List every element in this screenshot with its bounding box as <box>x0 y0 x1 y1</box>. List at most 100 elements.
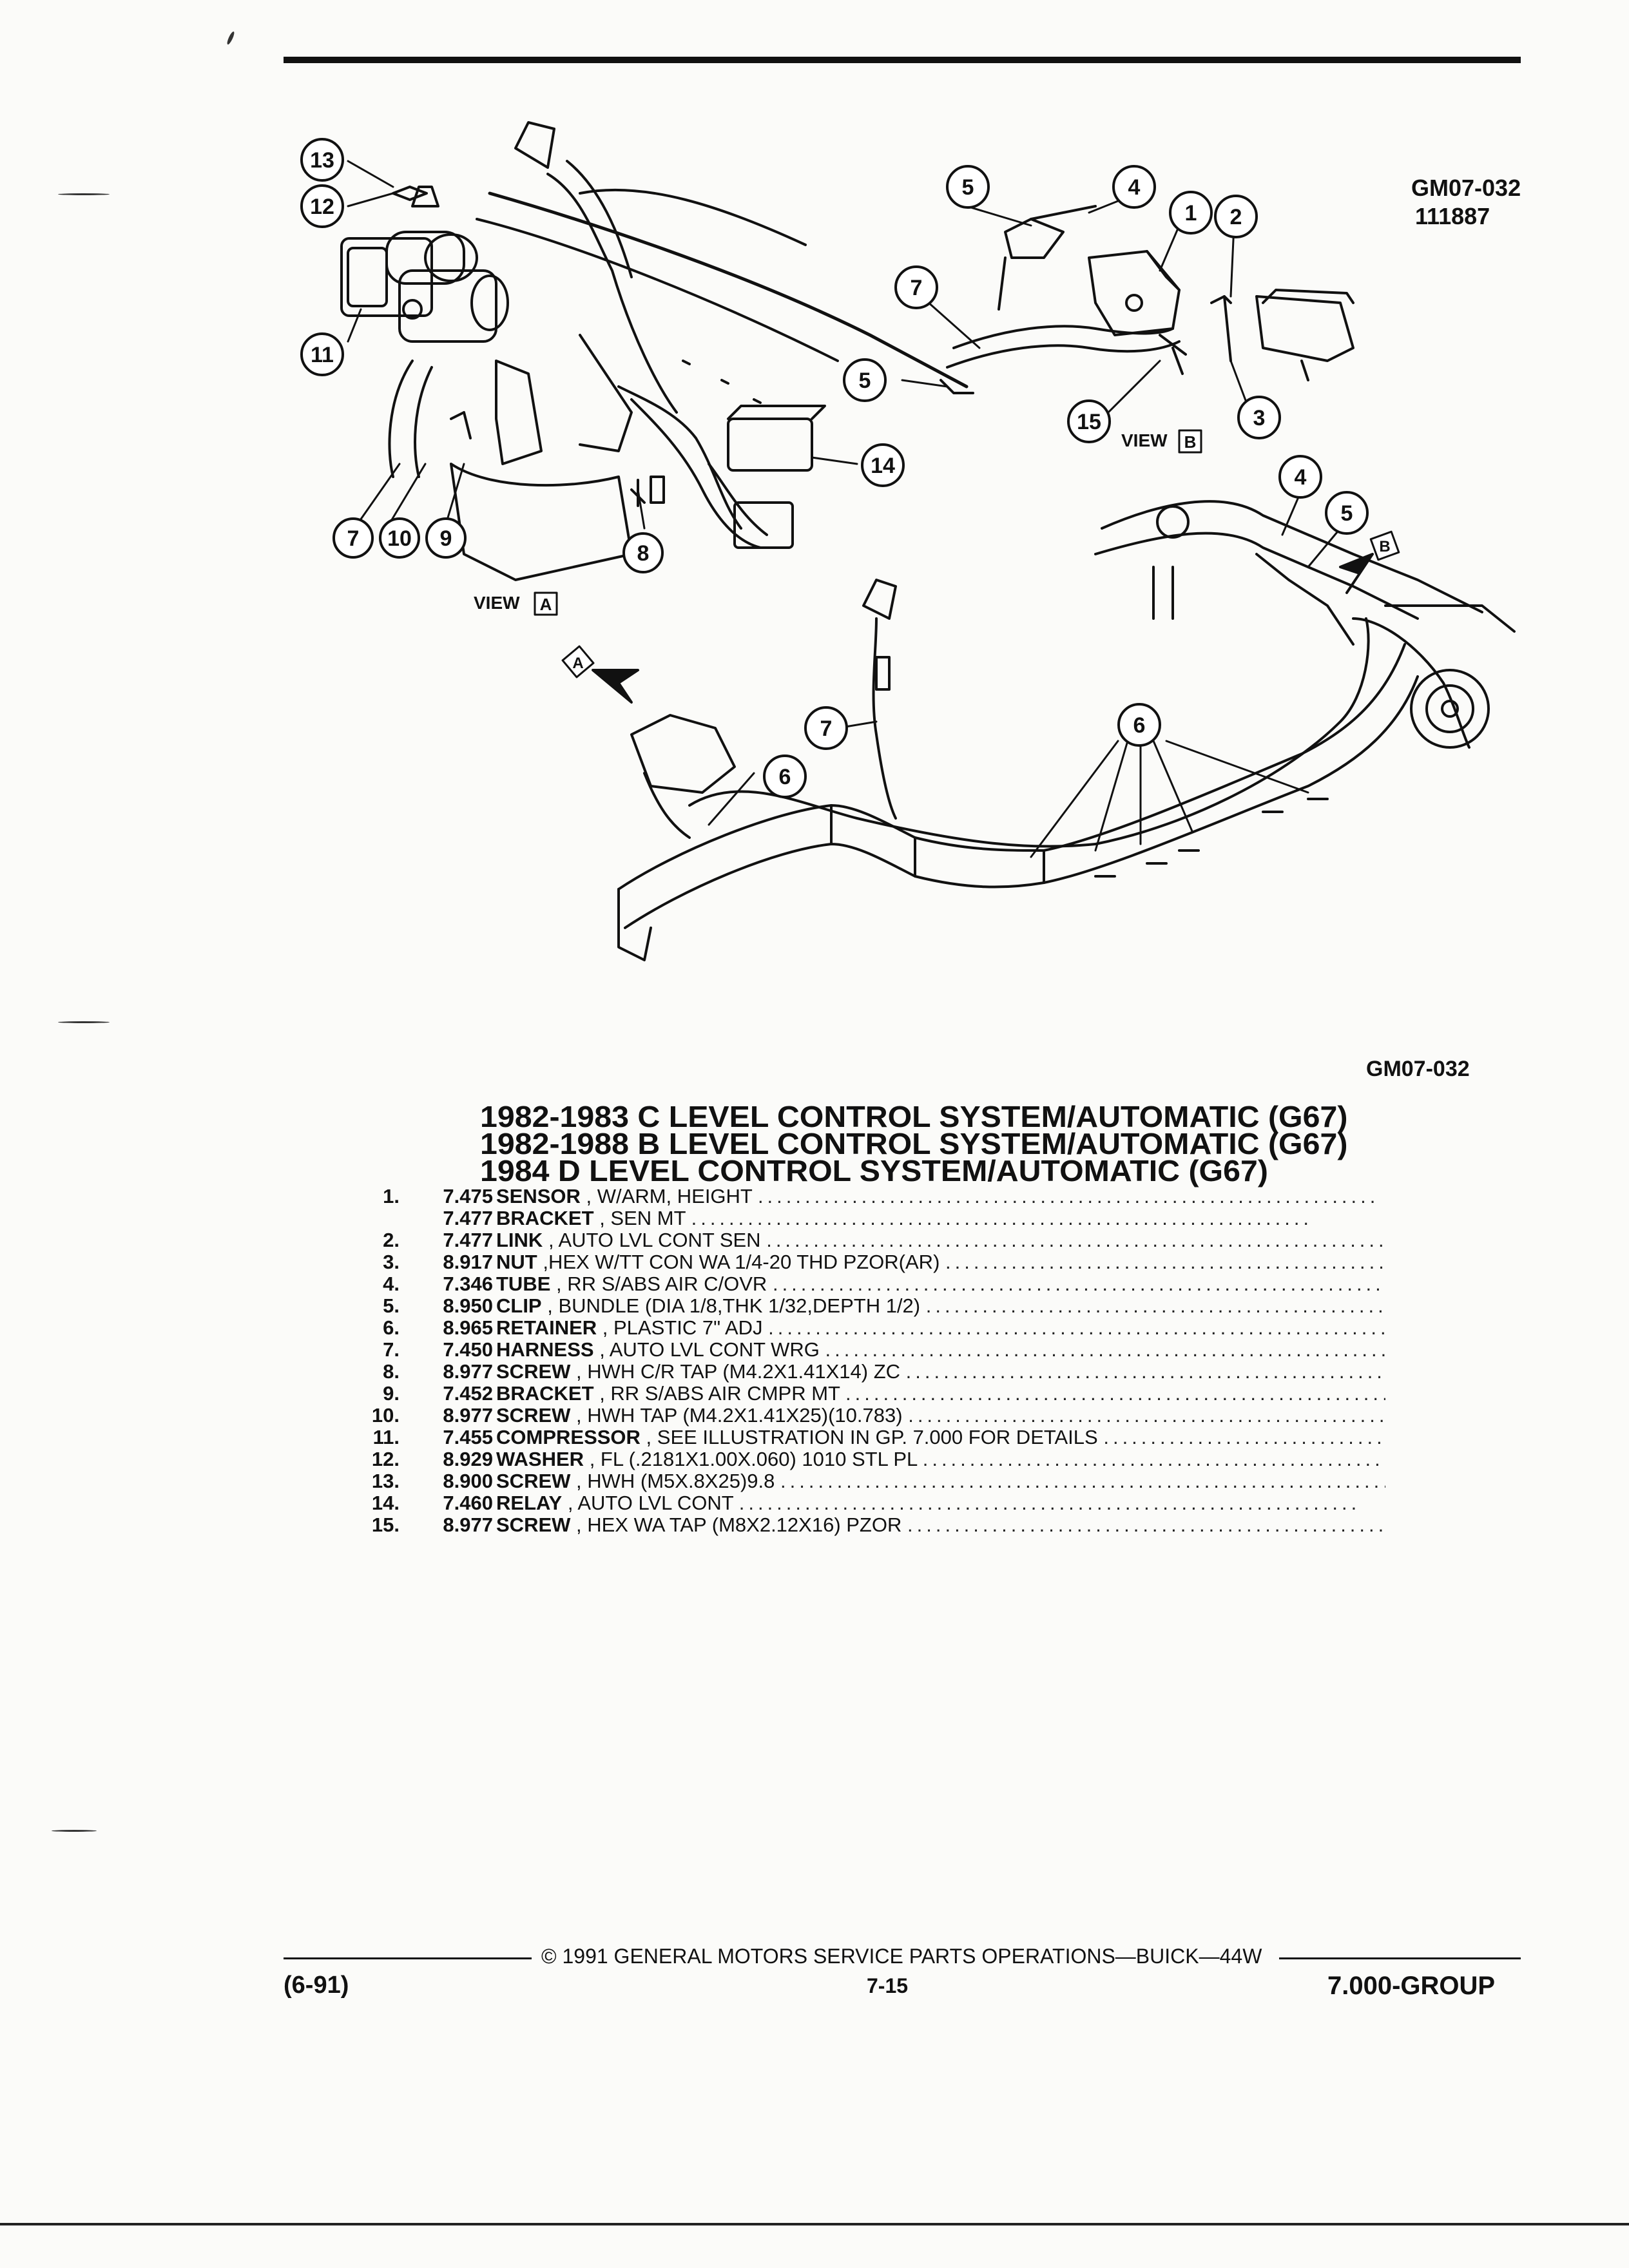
callout-11: 11 <box>311 343 334 367</box>
arrow-b-letter: B <box>1379 538 1390 555</box>
part-number: 12. <box>371 1448 400 1470</box>
part-name: WASHER <box>496 1448 584 1470</box>
part-group-code: 7.477 <box>443 1229 493 1251</box>
part-group-code: 8.977 <box>443 1404 493 1427</box>
callout-7: 7 <box>820 716 833 741</box>
part-description: , RR S/ABS AIR C/OVR <box>556 1273 767 1295</box>
part-group-code: 7.452 <box>443 1382 493 1405</box>
view-a-letter: A <box>540 595 552 614</box>
part-description: ,HEX W/TT CON WA 1/4-20 THD PZOR(AR) <box>543 1251 940 1273</box>
callout-leaders <box>347 160 1342 858</box>
frame-and-harness-drawing <box>617 500 1516 961</box>
part-description: , RR S/ABS AIR CMPR MT <box>599 1383 840 1405</box>
bottom-rule <box>0 2223 1629 2225</box>
part-description: , SEE ILLUSTRATION IN GP. 7.000 FOR DETA… <box>646 1427 1098 1448</box>
view-b-letter: B <box>1184 432 1197 452</box>
scan-mark <box>52 1830 97 1832</box>
part-name: SCREW <box>496 1514 571 1536</box>
callout-13: 13 <box>310 148 334 173</box>
arrow-a-letter: A <box>572 655 583 672</box>
footer-group: 7.000-GROUP <box>1327 1972 1496 2000</box>
scan-mark <box>58 193 110 195</box>
footer-revision: (6-91) <box>284 1972 349 1999</box>
part-description: , PLASTIC 7" ADJ <box>602 1317 763 1339</box>
callout-7: 7 <box>347 526 360 551</box>
callout-4: 4 <box>1128 175 1141 200</box>
part-group-code: 7.460 <box>443 1492 493 1514</box>
part-number: 5. <box>383 1294 400 1317</box>
view-b-arrow-icon <box>1339 553 1374 594</box>
part-description: , FL (.2181X1.00X.060) 1010 STL PL <box>589 1448 918 1470</box>
part-number: 2. <box>383 1229 400 1251</box>
callout-circle <box>894 265 938 309</box>
callout-circle <box>1278 455 1322 499</box>
part-description: , AUTO LVL CONT SEN <box>548 1229 761 1251</box>
callout-circle <box>946 165 990 209</box>
callout-1: 1 <box>1185 201 1197 226</box>
part-group-code: 7.477 <box>443 1207 493 1229</box>
footer-rule-left <box>284 1957 532 1959</box>
callout-circle <box>300 332 344 376</box>
part-name: TUBE <box>496 1273 551 1295</box>
part-number: 9. <box>383 1382 400 1405</box>
callout-10: 10 <box>387 526 412 551</box>
part-number: 6. <box>383 1316 400 1339</box>
height-sensor-drawing <box>940 205 1354 394</box>
part-number: 7. <box>383 1338 400 1361</box>
part-description: , HWH TAP (M4.2X1.41X25)(10.783) <box>576 1405 903 1427</box>
part-description: , AUTO LVL CONT <box>567 1492 734 1514</box>
callout-4: 4 <box>1295 465 1307 490</box>
part-name: BRACKET <box>496 1383 594 1405</box>
compressor-assembly-drawing <box>340 121 969 581</box>
callout-9: 9 <box>440 526 452 551</box>
title-line-3: 1984 D LEVEL CONTROL SYSTEM/AUTOMATIC (G… <box>480 1154 1268 1187</box>
callout-circle <box>1325 491 1369 535</box>
part-number: 13. <box>371 1470 400 1492</box>
callout-2: 2 <box>1230 205 1242 229</box>
callout-circle <box>763 754 807 798</box>
callout-6: 6 <box>1133 713 1146 738</box>
callout-12: 12 <box>310 195 334 219</box>
part-number: 14. <box>371 1492 400 1514</box>
part-group-code: 8.950 <box>443 1294 493 1317</box>
callout-circle <box>425 517 467 559</box>
part-number: 8. <box>383 1360 400 1383</box>
callout-circle <box>622 532 664 573</box>
title-line-2: 1982-1988 B LEVEL CONTROL SYSTEM/AUTOMAT… <box>480 1127 1348 1160</box>
callout-7: 7 <box>911 276 923 300</box>
part-description: , HEX WA TAP (M8X2.12X16) PZOR <box>576 1514 902 1536</box>
part-number: 3. <box>383 1251 400 1273</box>
part-number: 10. <box>371 1404 400 1427</box>
callout-circle <box>1214 195 1258 238</box>
part-group-code: 7.455 <box>443 1426 493 1448</box>
part-group-code: 7.450 <box>443 1338 493 1361</box>
part-group-code: 8.977 <box>443 1514 493 1536</box>
part-group-code: 8.929 <box>443 1448 493 1470</box>
callout-14: 14 <box>871 454 895 478</box>
callout-8: 8 <box>637 541 650 566</box>
part-name: BRACKET <box>496 1207 594 1229</box>
part-group-code: 8.965 <box>443 1316 493 1339</box>
callout-circle <box>861 443 905 487</box>
part-number: 1. <box>383 1185 400 1207</box>
callout-circle <box>333 517 374 559</box>
part-number: 11. <box>372 1426 400 1448</box>
title-line-1: 1982-1983 C LEVEL CONTROL SYSTEM/AUTOMAT… <box>480 1100 1348 1133</box>
part-name: COMPRESSOR <box>496 1427 641 1448</box>
part-description: , SEN MT <box>599 1207 686 1229</box>
callout-circle <box>1112 165 1156 209</box>
callout-circle <box>843 358 887 402</box>
view-a-label: VIEW A <box>474 591 558 616</box>
